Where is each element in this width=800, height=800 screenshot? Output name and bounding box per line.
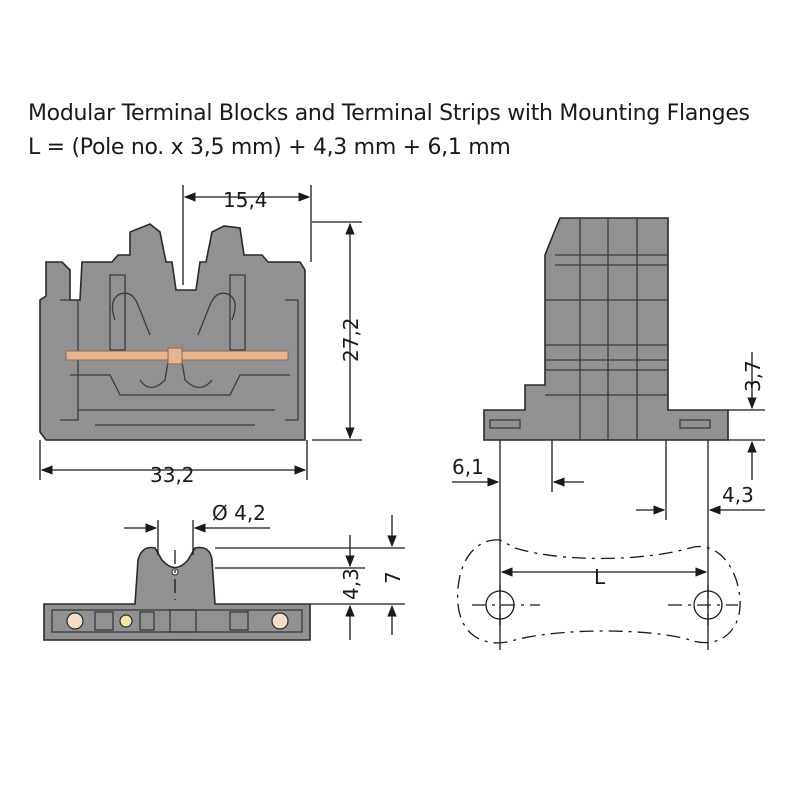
- flange-outline: [456, 539, 741, 644]
- dim-width-top: 15,4: [223, 188, 268, 212]
- dim-height-flange: 4,3: [339, 568, 363, 600]
- front-view-housing: [39, 223, 306, 441]
- bottom-view-housing: [43, 546, 311, 641]
- side-view: [483, 217, 729, 441]
- front-view: [39, 223, 306, 441]
- dim-height-side: 3,7: [741, 360, 765, 392]
- dim-offset-right: 4,3: [722, 483, 754, 507]
- side-view-flange: [483, 217, 729, 441]
- bottom-view: [43, 546, 311, 641]
- dim-offset-left: 6,1: [452, 455, 484, 479]
- dim-height-front: 27,2: [339, 317, 363, 362]
- flange-outline-shape: [456, 539, 741, 644]
- dim-height-bottom: 7: [381, 571, 405, 584]
- length-formula: L = (Pole no. x 3,5 mm) + 4,3 mm + 6,1 m…: [28, 135, 511, 160]
- dim-width-front: 33,2: [150, 463, 195, 487]
- drawing-title: Modular Terminal Blocks and Terminal Str…: [28, 101, 750, 126]
- dim-hole-diameter: Ø 4,2: [212, 501, 266, 525]
- dim-length: L: [594, 565, 606, 589]
